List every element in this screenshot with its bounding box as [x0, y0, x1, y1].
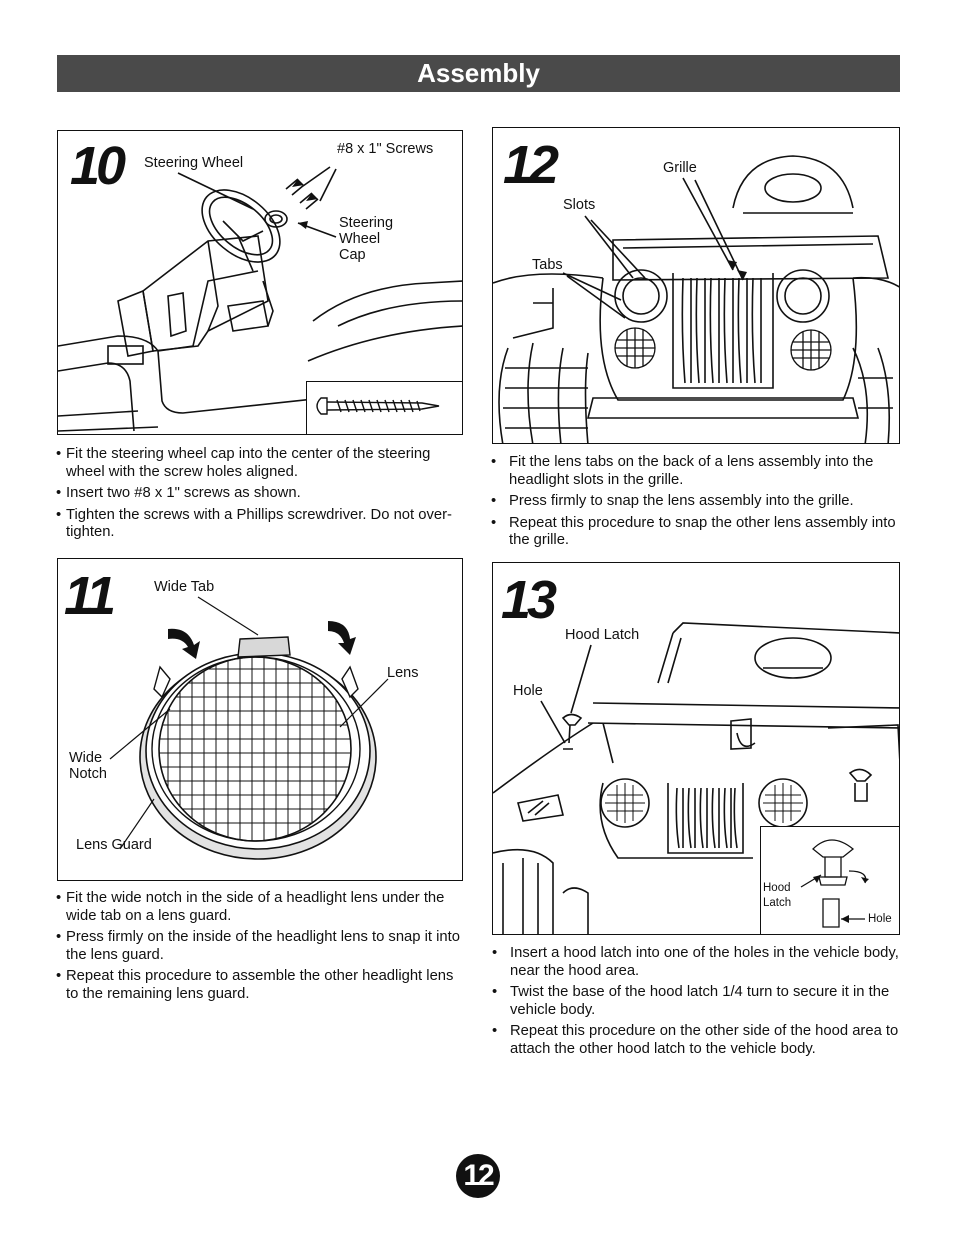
hole-label: Hole: [513, 683, 543, 699]
step-10-instructions: Fit the steering wheel cap into the cent…: [56, 446, 464, 546]
instruction: Repeat this procedure to assemble the ot…: [56, 968, 464, 1003]
wide-notch-label: Wide Notch: [69, 750, 107, 782]
instruction: Fit the wide notch in the side of a head…: [56, 890, 464, 925]
step-13-instructions: Insert a hood latch into one of the hole…: [492, 945, 904, 1062]
screw-icon: [316, 397, 440, 415]
instruction: Tighten the screws with a Phillips screw…: [56, 507, 464, 542]
screw-detail-inset: [306, 381, 462, 434]
step-13-panel: 13 Hood Latch Hole Hood Latch Hole: [492, 562, 900, 935]
lens-guard-label: Lens Guard: [76, 837, 152, 853]
instruction: Press firmly to snap the lens assembly i…: [491, 493, 903, 511]
screws-label: #8 x 1" Screws: [337, 141, 434, 157]
headlight-lens-illustration: [109, 596, 389, 860]
step-10-panel: 10 Steering Wheel #8 x 1" Screws Steerin…: [57, 130, 463, 435]
hood-latch-label: Hood Latch: [565, 627, 640, 643]
step-12-instructions: Fit the lens tabs on the back of a lens …: [491, 454, 903, 554]
step-number: 10: [70, 136, 126, 196]
steering-wheel-label: Steering Wheel: [144, 155, 244, 171]
lens-label: Lens: [387, 665, 419, 681]
step-number: 13: [501, 570, 557, 630]
instruction: Insert a hood latch into one of the hole…: [492, 945, 904, 980]
step-number: 11: [64, 566, 116, 626]
instruction: Insert two #8 x 1" screws as shown.: [56, 485, 464, 503]
tabs-label: Tabs: [532, 257, 563, 273]
instruction: Repeat this procedure on the other side …: [492, 1023, 904, 1058]
hood-latch-detail-inset: Hood Latch Hole: [760, 826, 899, 934]
section-title: Assembly: [57, 55, 900, 92]
step-number: 12: [503, 135, 559, 195]
grille-label: Grille: [663, 160, 697, 176]
step-11-panel: 11 Wide Tab Lens Wide Notch Lens Guard: [57, 558, 463, 881]
inset-hole-label: Hole: [868, 913, 892, 925]
instruction: Fit the steering wheel cap into the cent…: [56, 446, 464, 481]
slots-label: Slots: [563, 197, 596, 213]
page-number-badge: 12: [456, 1154, 500, 1198]
step-11-instructions: Fit the wide notch in the side of a head…: [56, 890, 464, 1007]
instruction: Press firmly on the inside of the headli…: [56, 929, 464, 964]
steering-wheel-illustration: [58, 166, 462, 432]
instruction: Repeat this procedure to snap the other …: [491, 515, 903, 550]
grille-illustration: [493, 155, 899, 443]
inset-hood-latch-label: Hood Latch: [763, 882, 792, 909]
instruction: Fit the lens tabs on the back of a lens …: [491, 454, 903, 489]
hood-latch-detail-icon: [800, 839, 869, 928]
cap-label: Steering Wheel Cap: [339, 215, 394, 263]
instruction: Twist the base of the hood latch 1/4 tur…: [492, 984, 904, 1019]
step-12-panel: 12 Grille Slots Tabs: [492, 127, 900, 444]
wide-tab-label: Wide Tab: [154, 579, 215, 595]
